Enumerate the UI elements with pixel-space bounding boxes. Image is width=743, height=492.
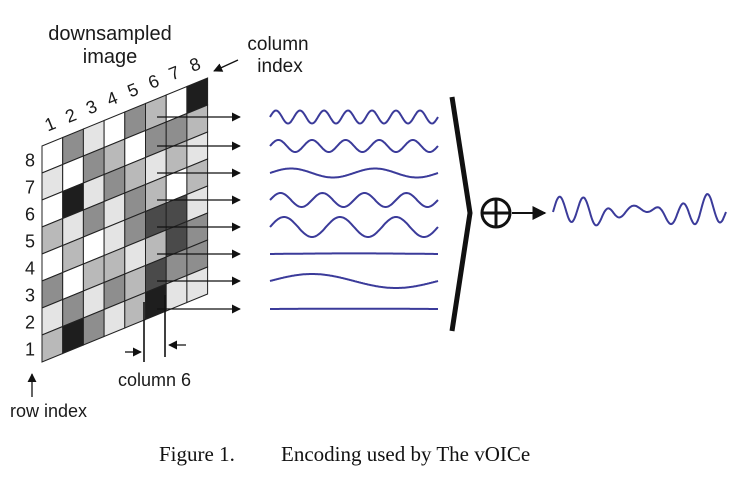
downsampled-label: downsampled <box>48 23 171 45</box>
output-waveform <box>552 193 727 227</box>
sine-wave <box>270 252 438 255</box>
sine-wave <box>269 167 439 179</box>
row-numbers: 8 7 6 5 4 3 2 1 <box>25 151 35 360</box>
row-number: 7 <box>25 178 35 198</box>
figure-number: Figure 1. <box>159 442 235 466</box>
row-number: 1 <box>25 340 35 360</box>
column-6-label: column 6 <box>118 370 191 390</box>
column-number: 5 <box>125 79 142 101</box>
row-number: 2 <box>25 313 35 333</box>
row-number: 6 <box>25 205 35 225</box>
row-number: 5 <box>25 232 35 252</box>
downsampled-image-grid <box>41 77 209 363</box>
sine-waves <box>269 109 439 310</box>
column-number: 3 <box>83 96 100 118</box>
row-index-label: row index <box>10 401 87 421</box>
sine-wave <box>269 139 439 153</box>
sine-wave <box>269 273 439 289</box>
image-label: image <box>83 46 137 68</box>
column-number: 4 <box>104 88 121 110</box>
column-number: 7 <box>166 62 183 84</box>
row-arrows <box>157 112 241 314</box>
row-number: 4 <box>25 259 35 279</box>
sine-wave <box>269 216 439 238</box>
circled-plus-icon <box>480 197 512 229</box>
column-6-marker <box>125 295 186 362</box>
column-label: column <box>247 34 308 55</box>
index-label: index <box>257 56 303 77</box>
sine-wave <box>269 109 439 125</box>
row-number: 3 <box>25 286 35 306</box>
column-number: 1 <box>42 113 59 135</box>
summation-bracket <box>449 96 473 332</box>
figure-caption: Encoding used by The vOICe <box>281 442 530 466</box>
column-number: 8 <box>187 54 204 76</box>
column-number: 2 <box>62 105 79 127</box>
row-number: 8 <box>25 151 35 171</box>
sine-wave <box>269 191 439 209</box>
column-index-arrow <box>213 59 239 72</box>
column-number: 6 <box>145 71 162 93</box>
grid-cell <box>186 266 209 304</box>
